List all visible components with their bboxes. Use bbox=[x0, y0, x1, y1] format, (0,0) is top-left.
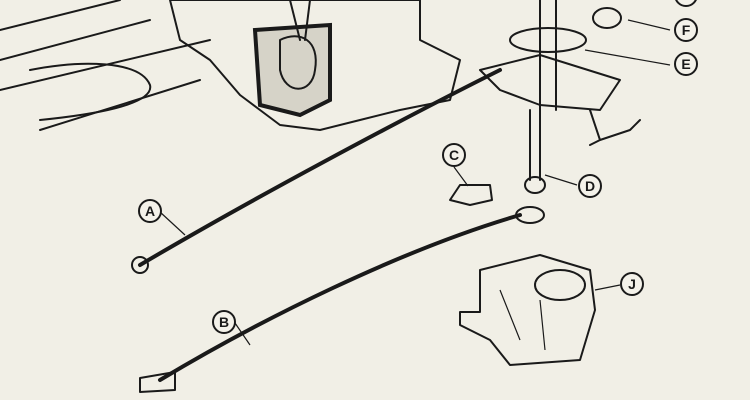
svg-text:J: J bbox=[628, 276, 636, 292]
callout-j: J bbox=[620, 272, 644, 296]
svg-text:D: D bbox=[585, 178, 595, 194]
callout-b: B bbox=[212, 310, 236, 334]
rod-a bbox=[138, 68, 502, 267]
callout-a: A bbox=[138, 199, 162, 223]
svg-text:B: B bbox=[219, 314, 229, 330]
callout-c: C bbox=[442, 143, 466, 167]
callout-e: E bbox=[674, 52, 698, 76]
rod-b bbox=[158, 213, 522, 382]
svg-text:E: E bbox=[681, 56, 690, 72]
svg-text:C: C bbox=[449, 147, 459, 163]
callout-f: F bbox=[674, 18, 698, 42]
lever-housing-j bbox=[459, 254, 596, 366]
clip-c bbox=[449, 184, 493, 206]
svg-text:F: F bbox=[682, 22, 691, 38]
transmission-housing bbox=[0, 0, 461, 131]
svg-text:A: A bbox=[145, 203, 155, 219]
callout-partial bbox=[675, 0, 697, 7]
shift-lever-assembly bbox=[479, 0, 641, 194]
leader-lines bbox=[159, 19, 671, 346]
callout-d: D bbox=[578, 174, 602, 198]
